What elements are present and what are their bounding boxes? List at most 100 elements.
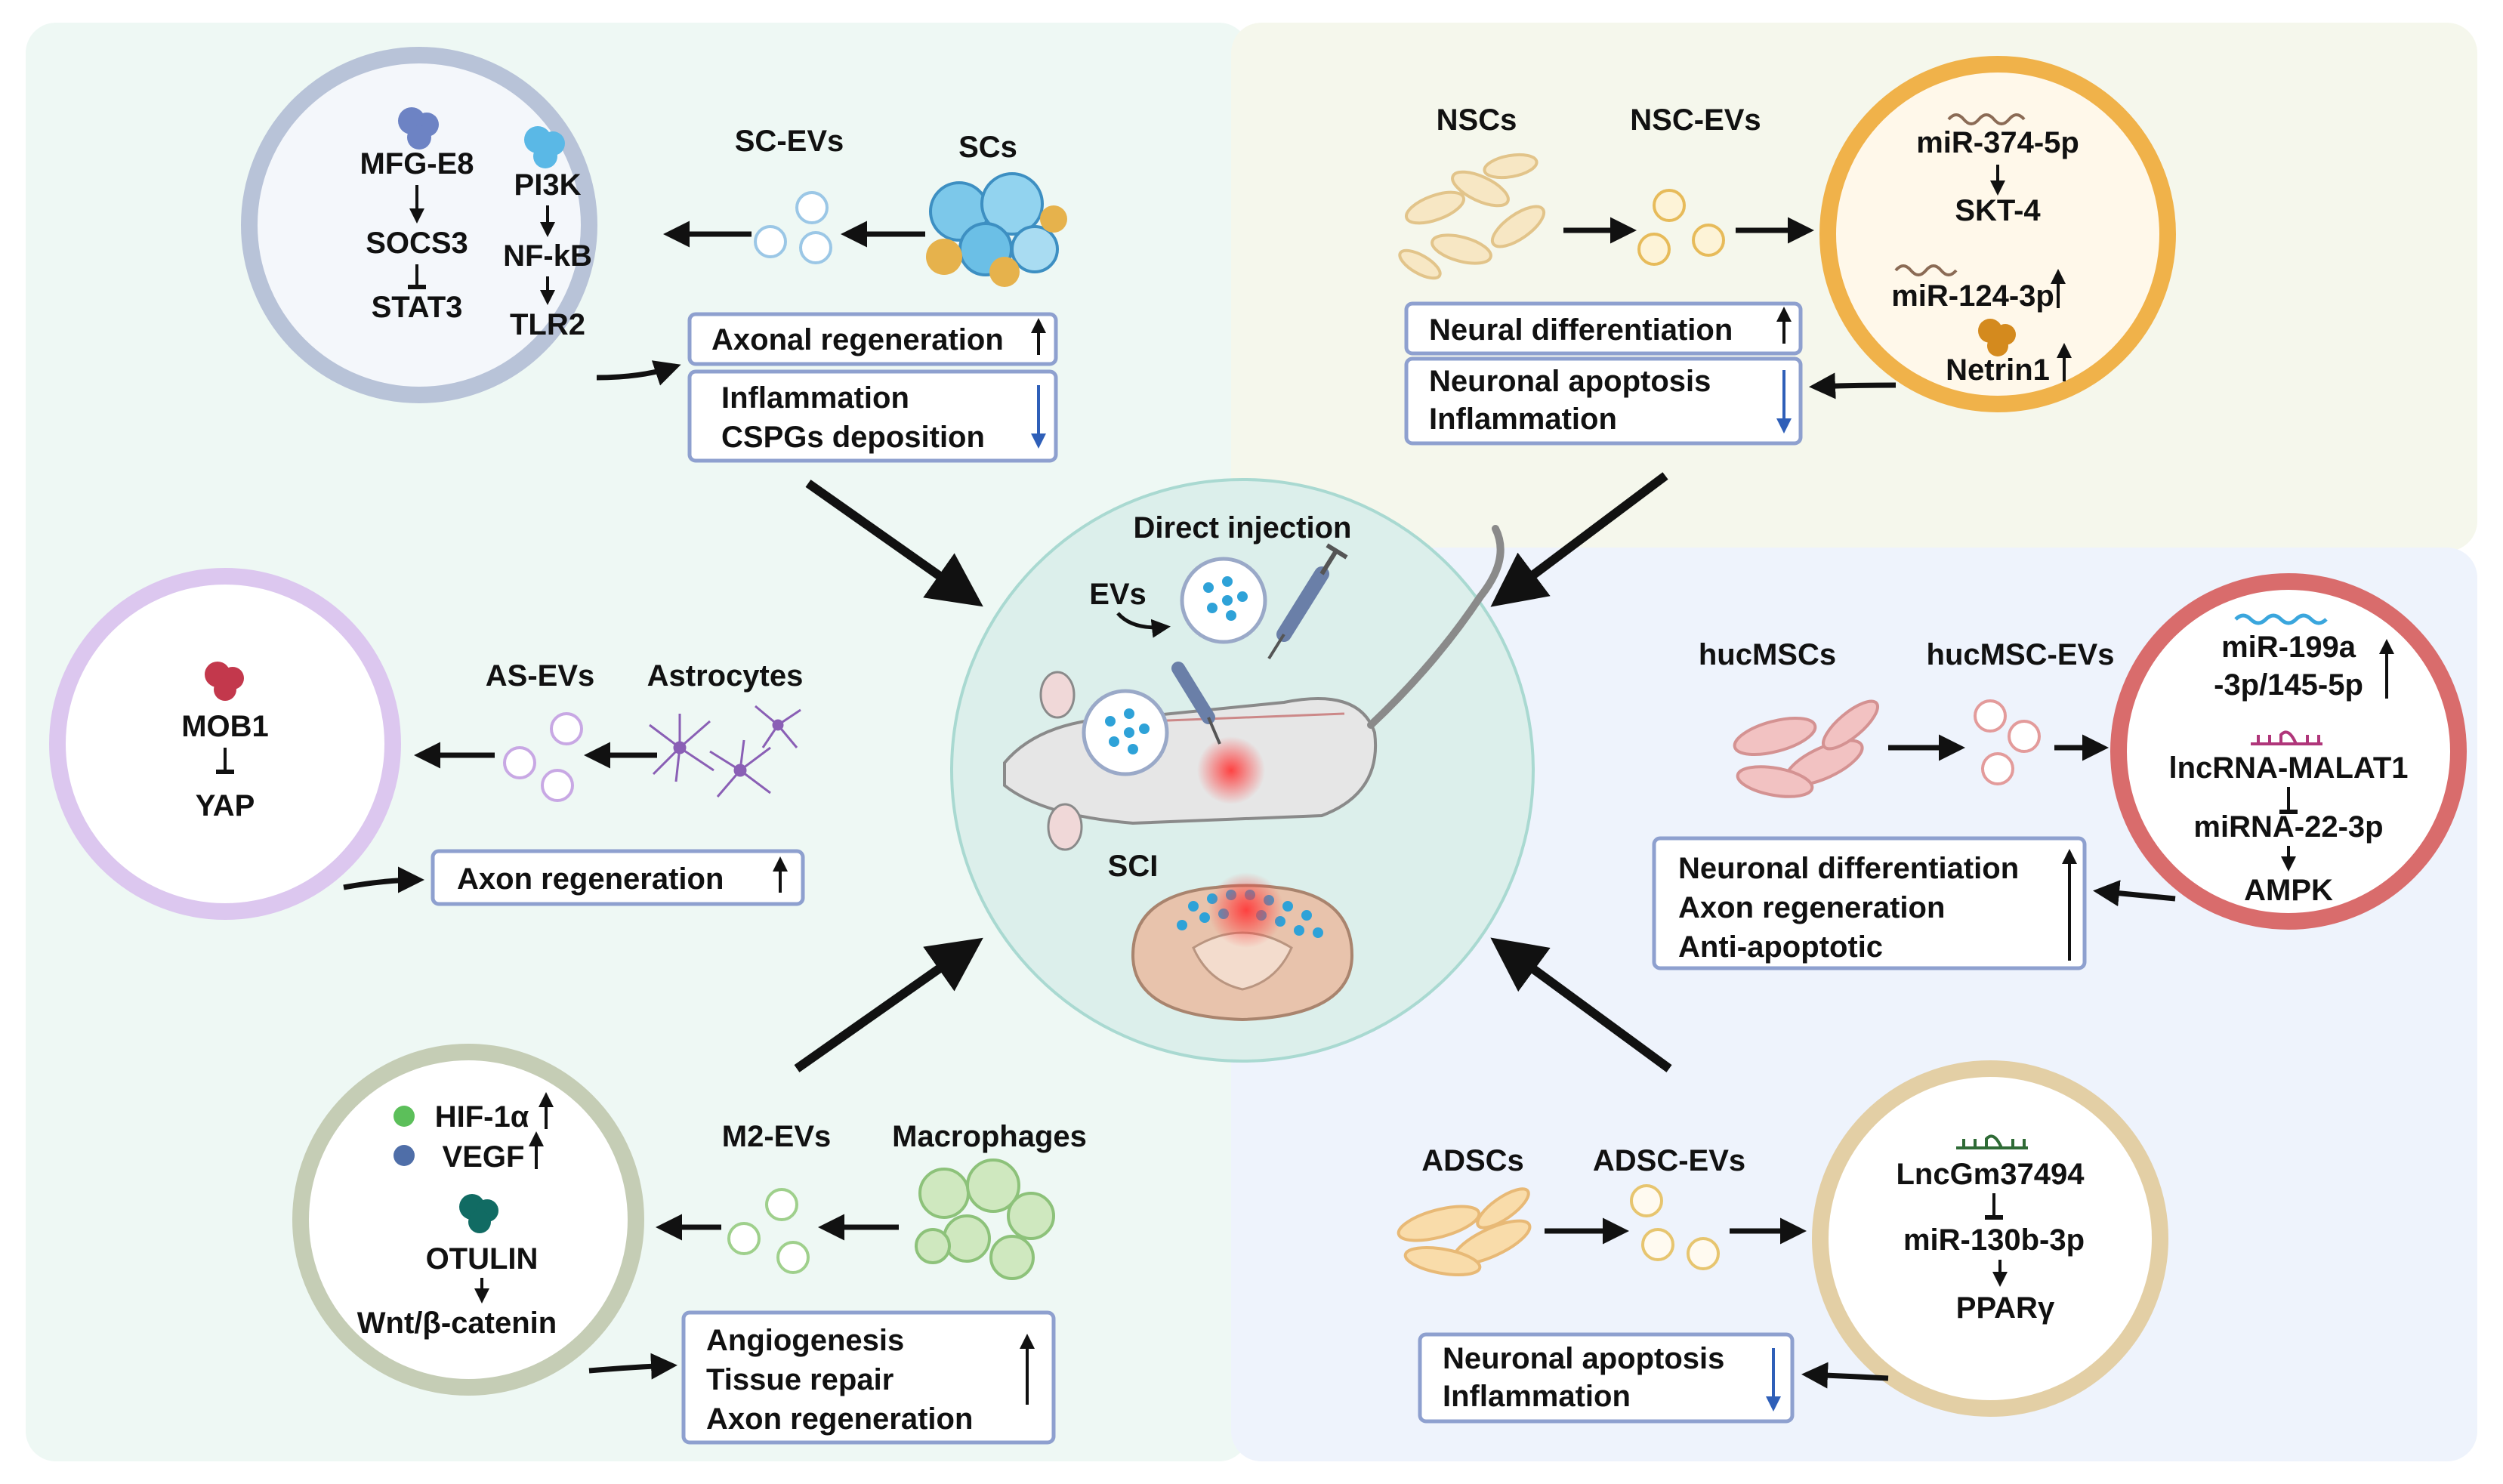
arrow-m2-to-center <box>794 937 983 1072</box>
nsc-source-label: NSCs <box>1437 103 1517 137</box>
nsc-group: NSCs NSC-EVs miR-374-5p SKT-4 miR-124-3p… <box>1398 56 2176 446</box>
mirna-strand-2 <box>1894 264 1958 276</box>
macrophages-icon <box>915 1159 1055 1280</box>
nsc-evs-icon <box>1637 189 1725 266</box>
sc-evs-label: SC-EVs <box>735 125 844 158</box>
hucmsc-up-text-3: Anti-apoptotic <box>1678 930 1883 964</box>
pi3k-label: PI3K <box>514 168 582 202</box>
sc-up-text: Axonal regeneration <box>711 323 1004 356</box>
sc-circle <box>241 47 597 403</box>
adsc-source-label: ADSCs <box>1421 1144 1524 1177</box>
mirna-strand-3 <box>2234 613 2328 625</box>
nsc-up-box <box>1404 301 1803 356</box>
malat1-label: lncRNA-MALAT1 <box>2168 751 2408 785</box>
hif-label: HIF-1α <box>435 1100 529 1134</box>
ev-dots-1 <box>1203 576 1248 621</box>
tlr2-label: TLR2 <box>510 308 585 341</box>
as-evs-label: AS-EVs <box>486 659 595 693</box>
syringe-icon <box>1267 543 1348 660</box>
wnt-label: Wnt/β-catenin <box>357 1307 557 1340</box>
socs3-label: SOCS3 <box>366 227 468 260</box>
m2-evs-label: M2-EVs <box>722 1120 832 1153</box>
mir124-label: miR-124-3p <box>1891 279 2054 313</box>
otulin-label: OTULIN <box>426 1242 539 1276</box>
m2-source-label: Macrophages <box>892 1120 1087 1153</box>
lnc-icon <box>1956 1134 2028 1149</box>
mir130-label: miR-130b-3p <box>1903 1223 2085 1257</box>
receptor-icon <box>398 107 439 150</box>
ppar-label: PPARγ <box>1956 1291 2055 1325</box>
adsc-group: ADSCs ADSC-EVs LncGm37494 miR-130b-3p PP… <box>1397 1060 2168 1424</box>
sc-evs-icon <box>754 191 832 264</box>
as-circle <box>49 568 401 920</box>
nfkb-label: NF-kB <box>503 239 592 273</box>
adsc-evs-label: ADSC-EVs <box>1593 1144 1745 1177</box>
nsc-down-box <box>1404 356 1803 446</box>
hucmsc-up-text-2: Axon regeneration <box>1678 891 1945 924</box>
astrocytes-icon <box>649 705 801 798</box>
m2-up-text-3: Axon regeneration <box>706 1402 973 1436</box>
syringe-icon-2 <box>1171 662 1221 745</box>
ampk-label: AMPK <box>2244 874 2333 907</box>
hucmsc-circle <box>2110 573 2467 930</box>
adsc-circle-to-box-arrow <box>1801 1362 1889 1389</box>
mob1-label: MOB1 <box>181 710 269 743</box>
hucmsc-evs-icon <box>1974 699 2041 785</box>
mir22-label: miRNA-22-3p <box>2193 810 2383 844</box>
sci-label: SCI <box>1108 850 1159 883</box>
sc-source-label: SCs <box>958 131 1017 164</box>
adsc-down-box <box>1418 1332 1795 1424</box>
sc-down-text-2: CSPGs deposition <box>721 421 985 454</box>
lncrna-icon <box>2251 730 2322 745</box>
as-source-label: Astrocytes <box>647 659 804 693</box>
sc-group: MFG-E8 SOCS3 STAT3 PI3K NF-kB TLR2 SCs S… <box>241 47 1067 463</box>
vegf-label: VEGF <box>443 1140 525 1174</box>
arrow-sc-to-center <box>805 480 983 607</box>
spinal-cord-icon <box>1131 884 1354 1022</box>
hucmsc-up-text-1: Neuronal differentiation <box>1678 852 2019 885</box>
as-evs-icon <box>503 712 583 802</box>
mir374-label: miR-374-5p <box>1916 126 2079 159</box>
spinal-injury-glow <box>1208 872 1284 948</box>
nsc-up-text: Neural differentiation <box>1429 313 1733 347</box>
hucmsc-circle-to-box-arrow <box>2093 880 2176 907</box>
hucmsc-group: hucMSCs hucMSC-EVs miR-199a -3p/145-5p l… <box>1652 573 2467 970</box>
stat3-label: STAT3 <box>372 291 463 324</box>
yap-label: YAP <box>196 789 255 822</box>
nsc-down-text-2: Inflammation <box>1429 403 1617 436</box>
hucmsc-up-box <box>1652 836 2087 970</box>
arrow-nsc-to-center <box>1490 472 1668 607</box>
skt4-label: SKT-4 <box>1955 194 2041 227</box>
hucmsc-cells-icon <box>1733 699 1879 798</box>
m2-up-text-1: Angiogenesis <box>706 1324 904 1357</box>
vegf-icon <box>394 1145 415 1166</box>
m2-evs-icon <box>727 1188 810 1274</box>
as-circle-to-box-arrow <box>343 866 424 893</box>
sc-down-text-1: Inflammation <box>721 381 909 415</box>
injury-glow <box>1197 736 1265 804</box>
netrin1-icon <box>1978 319 2016 356</box>
nsc-evs-label: NSC-EVs <box>1630 103 1761 137</box>
m2-up-text-2: Tissue repair <box>706 1363 893 1396</box>
mob1-icon <box>205 662 244 701</box>
nsc-circle-to-box-arrow <box>1809 372 1897 400</box>
sc-down-box <box>687 369 1058 463</box>
as-up-box <box>431 849 805 906</box>
ev-dots-2 <box>1105 708 1150 754</box>
adsc-down-text-1: Neuronal apoptosis <box>1443 1342 1724 1375</box>
sc-circle-to-box-arrow <box>596 360 681 386</box>
adsc-cells-icon <box>1397 1187 1532 1276</box>
evs-arrow <box>1116 612 1171 638</box>
direct-injection-label: Direct injection <box>1134 511 1352 545</box>
adsc-down-text-2: Inflammation <box>1443 1380 1631 1413</box>
netrin1-label: Netrin1 <box>1946 353 2050 387</box>
m2-circle-to-box-arrow <box>588 1353 677 1380</box>
lnc-label: LncGm37494 <box>1896 1158 2085 1191</box>
mfge8-label: MFG-E8 <box>360 147 474 180</box>
evs-label: EVs <box>1089 578 1147 611</box>
as-group: MOB1 YAP AS-EVs Astrocytes Axon regenera… <box>49 568 805 920</box>
as-up-text: Axon regeneration <box>457 862 724 896</box>
hucmsc-source-label: hucMSCs <box>1699 638 1836 671</box>
